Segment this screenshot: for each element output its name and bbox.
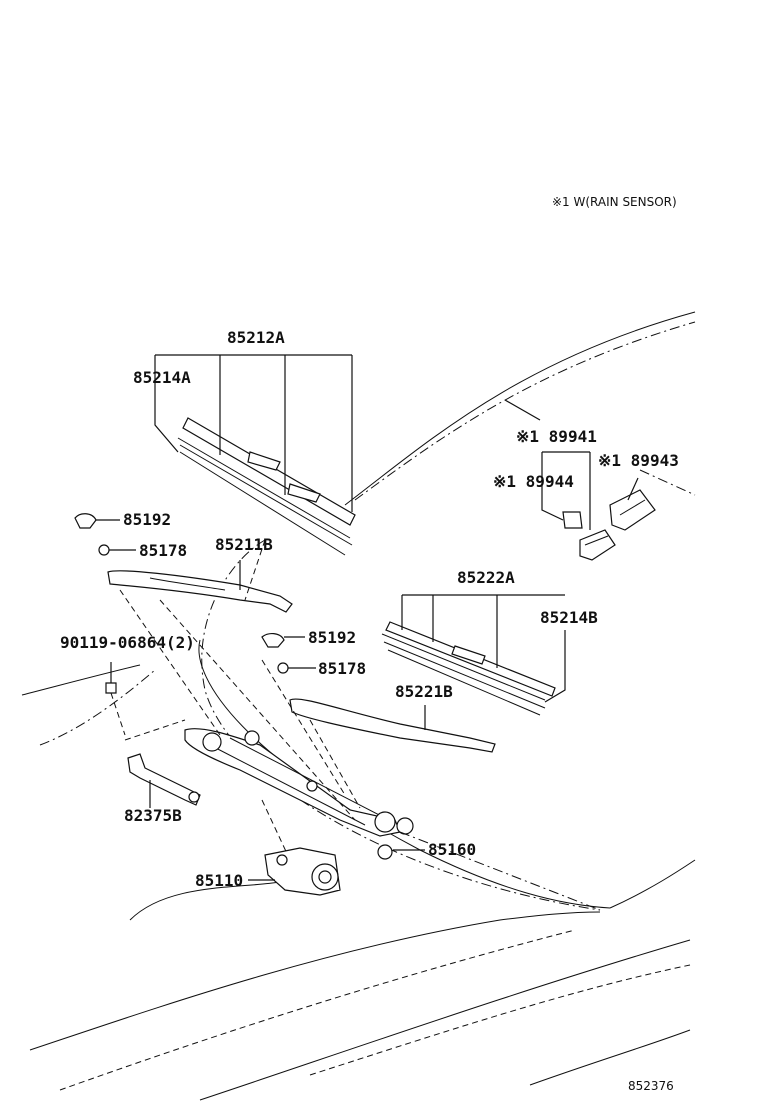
lower-wiper-arm	[289, 698, 496, 753]
wiper-motor-85110	[248, 847, 341, 896]
label-85214A: 85214A	[133, 368, 191, 387]
rain-sensor-parts	[504, 399, 656, 561]
label-85211B: 85211B	[215, 535, 273, 554]
label-85221B: 85221B	[395, 682, 453, 701]
label-82375B: 82375B	[124, 806, 182, 825]
label-85214B: 85214B	[540, 608, 598, 627]
label-85110: 85110	[195, 871, 243, 890]
upper-wiper-arm	[107, 539, 293, 613]
label-85178-top: 85178	[139, 541, 187, 560]
dashed-leaders	[119, 589, 601, 911]
label-89944: ※1 89944	[493, 472, 574, 491]
label-89941: ※1 89941	[516, 427, 597, 446]
label-85178-mid: 85178	[318, 659, 366, 678]
rod-82375B	[127, 753, 201, 808]
label-89943: ※1 89943	[598, 451, 679, 470]
nut-85178-top	[98, 544, 136, 556]
label-85222A: 85222A	[457, 568, 515, 587]
label-85212A: 85212A	[227, 328, 285, 347]
rain-sensor-note: ※1 W(RAIN SENSOR)	[552, 195, 677, 209]
wiper-link-assembly	[184, 728, 414, 837]
cap-85192-top	[74, 513, 120, 529]
cap-85192-mid	[261, 633, 305, 648]
label-85192-top: 85192	[123, 510, 171, 529]
callouts-lower-blade	[401, 594, 566, 703]
figure-code: 852376	[628, 1079, 674, 1093]
body-lines	[29, 911, 691, 1101]
upper-wiper-blade	[177, 417, 356, 556]
label-90119-06864: 90119-06864(2)	[60, 633, 195, 652]
label-85192-mid: 85192	[308, 628, 356, 647]
callouts-upper-blade	[154, 354, 353, 512]
nut-85178-mid	[277, 662, 316, 674]
bolt-90119	[105, 662, 126, 736]
label-85160: 85160	[428, 840, 476, 859]
pivot-85160	[377, 844, 425, 860]
lower-wiper-blade	[381, 621, 556, 716]
